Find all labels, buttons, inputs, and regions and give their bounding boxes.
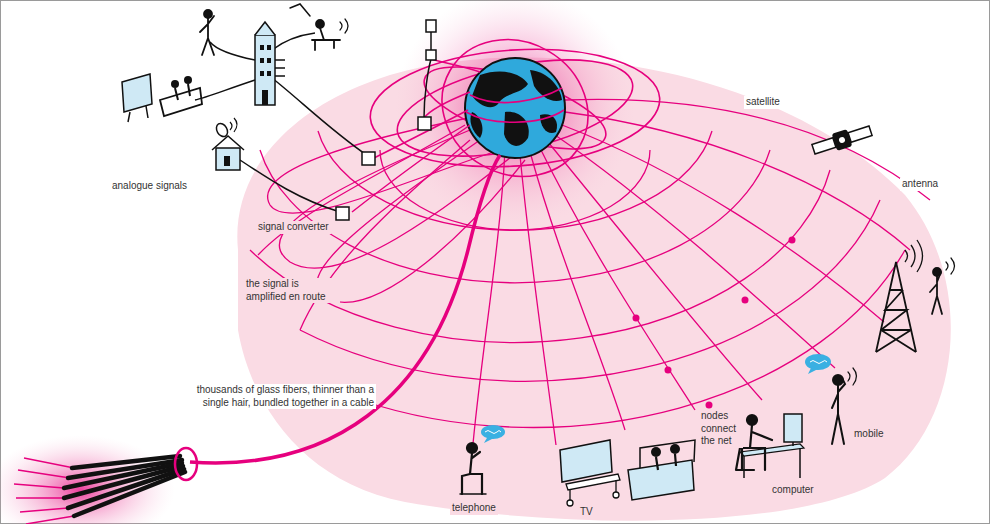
antenna-person [930, 258, 955, 314]
net-nodes [633, 237, 796, 409]
analogue-wires [195, 30, 431, 212]
part-label: signal converter [256, 221, 331, 234]
antenna-tower [876, 240, 923, 352]
device-label: TV [578, 506, 595, 519]
satellite-icon [811, 122, 874, 158]
building [255, 22, 285, 105]
mobile-figure [805, 354, 857, 444]
house-with-dish [212, 118, 244, 170]
signal-converter-boxes [336, 50, 436, 220]
telephone-figure [460, 425, 505, 494]
person-figure [200, 10, 214, 55]
globe-front-rings [466, 88, 564, 122]
note-label: the signal is amplified en route [244, 278, 340, 303]
small-device [426, 20, 436, 32]
device-label: satellite [744, 96, 782, 109]
analogue-tv-couch [122, 74, 202, 122]
fiber-cable [14, 155, 500, 524]
globe-glow [395, 0, 635, 228]
device-label: antenna [900, 178, 940, 191]
device-label: telephone [450, 502, 498, 515]
device-label: computer [770, 484, 816, 497]
tv-couch-figure [560, 440, 695, 506]
device-label: mobile [852, 428, 885, 441]
globe [465, 58, 565, 158]
converter-links [352, 59, 480, 212]
computer-figure [736, 414, 804, 478]
note-label: nodes connect the net [699, 410, 743, 448]
note-label: thousands of glass fibers, thinner than … [194, 384, 376, 409]
desk-figure [290, 4, 348, 50]
globe-rings [366, 13, 663, 202]
device-label: analogue signals [110, 180, 189, 193]
